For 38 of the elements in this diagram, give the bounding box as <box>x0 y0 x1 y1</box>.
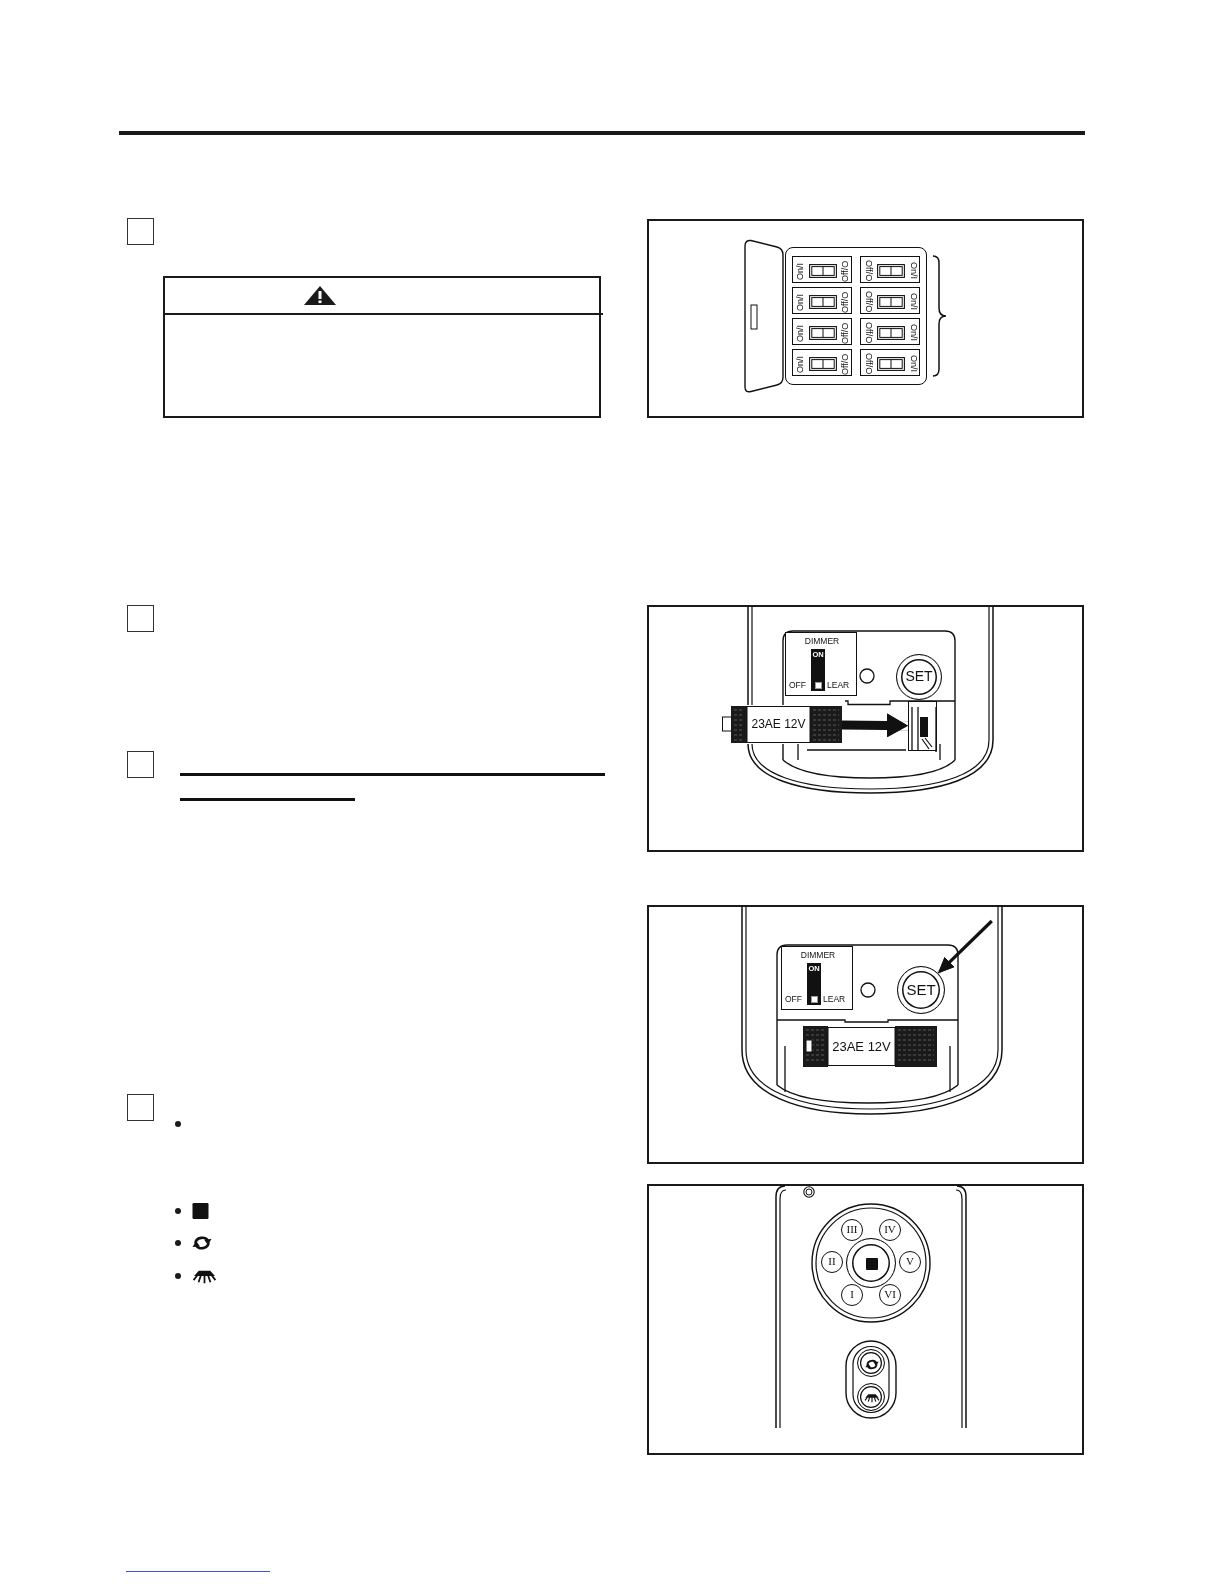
circuit-breaker <box>860 318 920 345</box>
battery-terminal <box>908 701 937 751</box>
breaker-label: Off/O <box>840 351 851 376</box>
battery: 23AE 12V <box>803 1023 937 1070</box>
breaker-label: On/I <box>795 323 806 344</box>
breaker-label: Off/O <box>863 289 874 314</box>
circuit-breaker <box>860 256 920 283</box>
set-button: SET <box>896 654 942 700</box>
breaker-label: Off/O <box>840 320 851 345</box>
breaker-label: Off/O <box>863 320 874 345</box>
breaker-label: On/I <box>795 261 806 282</box>
breaker-label: On/I <box>908 354 919 374</box>
switch-position-label: LEAR <box>827 680 851 691</box>
circuit-breaker <box>792 287 852 314</box>
breaker-label: On/I <box>795 292 806 313</box>
breaker-label: On/I <box>908 323 919 343</box>
circuit-breaker <box>860 349 920 376</box>
dimmer-panel <box>785 632 857 696</box>
dimmer-label: DIMMER <box>803 636 841 647</box>
switch-position-label: OFF <box>789 680 807 691</box>
dimmer-panel <box>781 946 853 1010</box>
breaker-label: Off/O <box>863 258 874 283</box>
circuit-breaker <box>860 287 920 314</box>
circuit-breaker <box>792 256 852 283</box>
breaker-label: Off/O <box>840 258 851 283</box>
circuit-breaker <box>792 349 852 376</box>
switch-position-label: LEAR <box>823 994 847 1005</box>
breaker-label: On/I <box>908 292 919 312</box>
arrow <box>937 919 994 975</box>
breaker-label: Off/O <box>863 351 874 376</box>
dimmer-label: DIMMER <box>799 950 837 961</box>
breaker-label: Off/O <box>840 289 851 314</box>
circuit-breaker <box>792 318 852 345</box>
switch-position-label: OFF <box>785 994 803 1005</box>
breaker-label: On/I <box>908 261 919 281</box>
set-button: SET <box>897 966 945 1014</box>
breaker-label: On/I <box>795 354 806 375</box>
block-arrow <box>841 713 909 738</box>
